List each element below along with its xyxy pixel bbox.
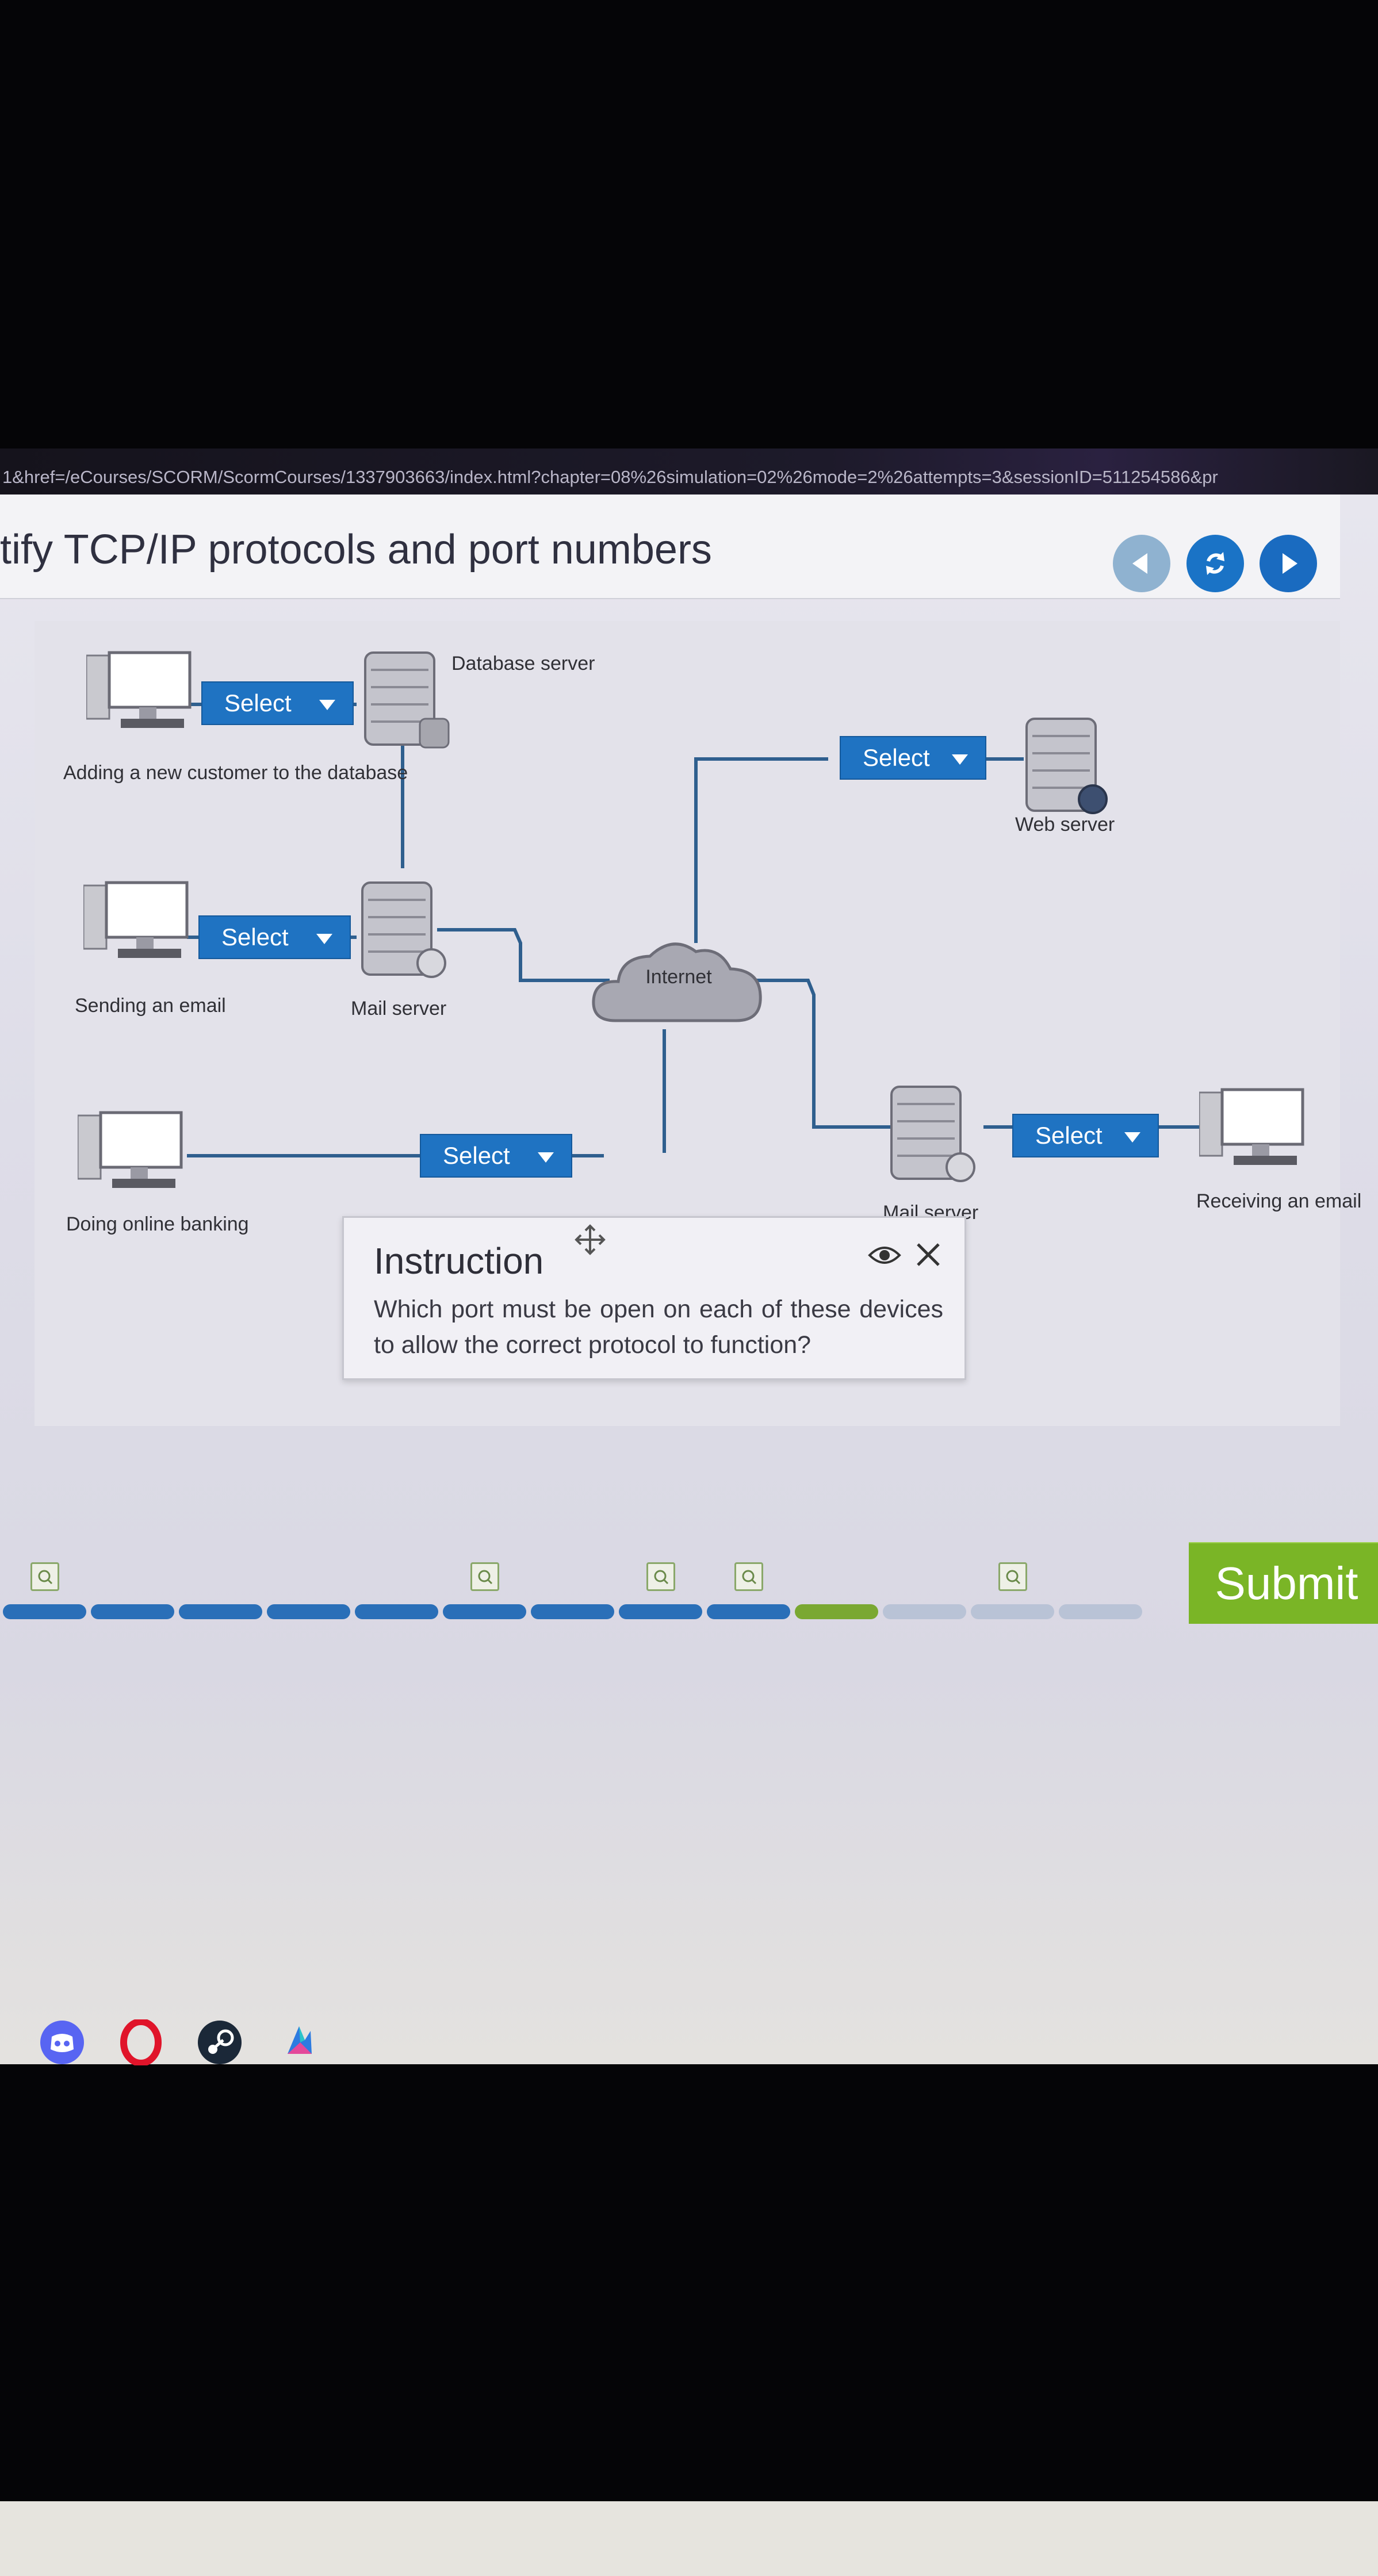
- back-button[interactable]: [1113, 535, 1170, 592]
- mail-server-icon: [890, 1086, 975, 1182]
- select-label: Select: [224, 689, 292, 716]
- web-server-icon: [1025, 718, 1108, 814]
- progress-segment[interactable]: [619, 1604, 702, 1619]
- web-server-label: Web server: [1015, 814, 1115, 835]
- select-dropdown-web-server[interactable]: Select: [840, 736, 986, 780]
- submit-button[interactable]: Submit: [1189, 1542, 1378, 1624]
- instruction-title: Instruction: [374, 1240, 544, 1282]
- progress-segment[interactable]: [707, 1604, 790, 1619]
- instruction-panel[interactable]: Instruction Which port must be open on e…: [342, 1216, 966, 1380]
- arrow-left-icon: [1132, 553, 1147, 574]
- progress-segment[interactable]: [883, 1604, 966, 1619]
- course-screen: tify TCP/IP protocols and port numbers: [0, 494, 1378, 2576]
- pc-email-send-label: Sending an email: [75, 995, 226, 1017]
- arrow-right-icon: [1283, 553, 1297, 574]
- copilot-icon[interactable]: [276, 2019, 322, 2065]
- chevron-down-icon: [538, 1152, 554, 1163]
- page-title: tify TCP/IP protocols and port numbers: [0, 527, 712, 573]
- pc-database-label: Adding a new customer to the database: [63, 762, 408, 784]
- title-bar: tify TCP/IP protocols and port numbers: [0, 494, 1340, 599]
- chevron-down-icon: [319, 700, 335, 710]
- select-label: Select: [863, 744, 930, 771]
- question-marker-icon[interactable]: [470, 1562, 499, 1591]
- select-dropdown-receive-email[interactable]: Select: [1012, 1114, 1159, 1157]
- move-icon[interactable]: [573, 1222, 607, 1257]
- progress-segment[interactable]: [531, 1604, 614, 1619]
- select-dropdown-banking[interactable]: Select: [420, 1134, 572, 1178]
- reload-button[interactable]: [1186, 535, 1244, 592]
- mail-server-icon: [361, 881, 446, 978]
- database-server-icon: [364, 651, 450, 749]
- cloud-icon: [592, 942, 762, 1022]
- instruction-text: Which port must be open on each of these…: [374, 1295, 943, 1359]
- pc-email-receive-label: Receiving an email: [1196, 1190, 1362, 1212]
- next-button[interactable]: [1260, 535, 1317, 592]
- refresh-icon: [1206, 552, 1224, 575]
- computer-icon: [86, 651, 192, 728]
- question-marker-icon[interactable]: [998, 1562, 1027, 1591]
- select-dropdown-send-email[interactable]: Select: [198, 915, 351, 959]
- select-label: Select: [1035, 1122, 1103, 1149]
- progress-segment[interactable]: [91, 1604, 174, 1619]
- eye-icon[interactable]: [867, 1244, 902, 1267]
- chevron-down-icon: [952, 754, 968, 765]
- computer-icon: [83, 881, 189, 958]
- opera-icon[interactable]: [118, 2019, 164, 2065]
- progress-segment[interactable]: [443, 1604, 526, 1619]
- mail-server-left-label: Mail server: [351, 998, 447, 1019]
- computer-icon: [78, 1111, 183, 1188]
- progress-segment[interactable]: [3, 1604, 86, 1619]
- internet-label: Internet: [645, 966, 712, 988]
- select-dropdown-database[interactable]: Select: [201, 681, 354, 725]
- chevron-down-icon: [1124, 1132, 1140, 1143]
- select-label: Select: [221, 923, 289, 950]
- pc-banking-label: Doing online banking: [66, 1213, 249, 1235]
- computer-icon: [1199, 1088, 1304, 1165]
- chevron-down-icon: [316, 934, 332, 944]
- question-marker-icon[interactable]: [646, 1562, 675, 1591]
- progress-segment[interactable]: [267, 1604, 350, 1619]
- progress-segment[interactable]: [1059, 1604, 1142, 1619]
- taskbar: [0, 2501, 1378, 2576]
- progress-segment[interactable]: [971, 1604, 1054, 1619]
- network-diagram: Adding a new customer to the database Se…: [35, 621, 1362, 1426]
- close-icon[interactable]: [913, 1240, 943, 1270]
- question-marker-icon[interactable]: [30, 1562, 59, 1591]
- steam-icon[interactable]: [197, 2019, 243, 2065]
- progress-segment[interactable]: [179, 1604, 262, 1619]
- progress-segment[interactable]: [355, 1604, 438, 1619]
- discord-icon[interactable]: [39, 2019, 85, 2065]
- question-marker-icon[interactable]: [734, 1562, 763, 1591]
- select-label: Select: [443, 1142, 510, 1169]
- progress-segment[interactable]: [795, 1604, 878, 1619]
- database-server-label: Database server: [451, 653, 595, 674]
